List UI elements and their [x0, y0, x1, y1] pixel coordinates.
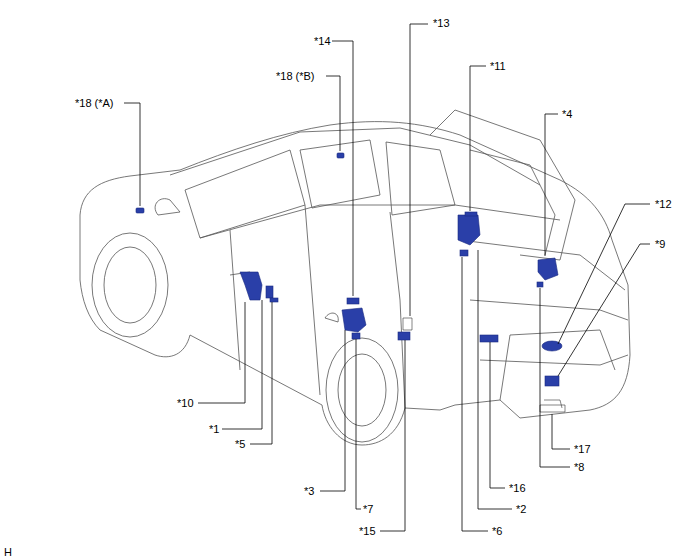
callout-number: *10 [176, 397, 195, 410]
callout-number: *17 [573, 443, 592, 456]
leader-lines [124, 24, 650, 531]
callout-number: *1 [208, 423, 220, 436]
car-outline [80, 110, 630, 445]
figure-code: H [3, 546, 13, 559]
callout-number: *2 [515, 503, 527, 516]
callout-number: *9 [654, 238, 666, 251]
callout-number: *12 [654, 198, 673, 211]
callout-number: *8 [573, 461, 585, 474]
callout-number: *18 (*A) [74, 97, 115, 110]
callout-number: *5 [234, 438, 246, 451]
callout-number: *7 [362, 503, 374, 516]
part-symbols [136, 153, 565, 412]
callout-number: *18 (*B) [275, 70, 316, 83]
callout-number: *13 [432, 17, 451, 30]
callout-number: *16 [508, 482, 527, 495]
callout-number: *11 [489, 60, 507, 73]
callout-number: *14 [313, 35, 332, 48]
callout-number: *15 [358, 525, 377, 538]
callout-number: *3 [303, 485, 315, 498]
callout-number: *4 [561, 108, 573, 121]
callout-number: *6 [491, 525, 503, 538]
